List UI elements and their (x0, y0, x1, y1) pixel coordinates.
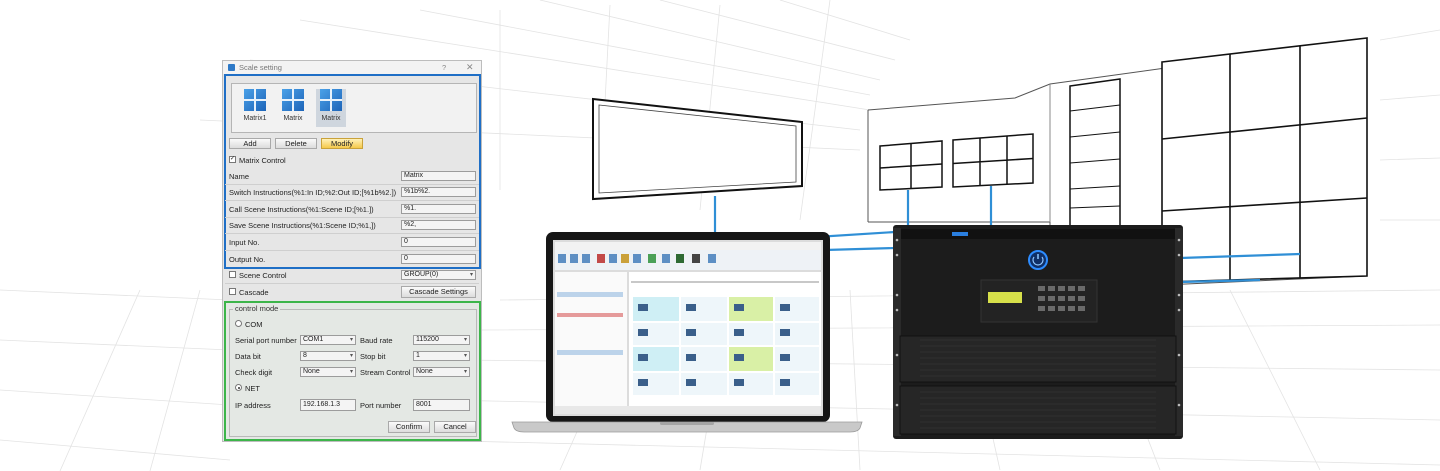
save-scene-field[interactable]: %2, (401, 220, 476, 230)
divider (225, 217, 479, 218)
control-mode-group (229, 309, 477, 437)
stream-control-value: None (416, 368, 433, 375)
save-scene-label: Save Scene Instructions(%1:Scene ID;%1,]… (229, 221, 376, 230)
matrix-item-1[interactable]: Matrix1 (240, 89, 270, 127)
serial-port-label: Serial port number (235, 336, 297, 345)
output-no-label: Output No. (229, 255, 266, 264)
stream-control-select[interactable]: None ▾ (413, 367, 470, 377)
matrix-item-2[interactable]: Matrix (278, 89, 308, 127)
matrix-settings-highlight (224, 74, 481, 269)
baud-rate-value: 115200 (416, 336, 439, 343)
chevron-down-icon: ▾ (463, 369, 467, 375)
com-label: COM (245, 320, 263, 329)
scene-control-checkbox[interactable] (229, 271, 236, 278)
net-radio[interactable] (235, 384, 242, 391)
close-icon[interactable]: ✕ (466, 62, 474, 72)
baud-rate-label: Baud rate (360, 336, 393, 345)
scene-control-value: GROUP(0) (404, 271, 439, 278)
divider (225, 184, 479, 185)
scene-control-label: Scene Control (239, 271, 287, 280)
scale-setting-dialog: Scale setting ? ✕ Matrix1 Matrix Matrix … (222, 60, 482, 442)
name-field[interactable]: Matrix (401, 171, 476, 181)
cascade-checkbox[interactable] (229, 288, 236, 295)
cancel-button[interactable]: Cancel (434, 421, 476, 433)
net-label: NET (245, 384, 260, 393)
matrix-item-label: Matrix (321, 115, 341, 122)
stop-bit-label: Stop bit (360, 352, 386, 361)
chevron-down-icon: ▾ (463, 337, 467, 343)
scene-control-select[interactable]: GROUP(0) ▾ (401, 270, 476, 280)
matrix-item-label: Matrix1 (243, 115, 267, 122)
switch-instructions-field[interactable]: %1b%2. (401, 187, 476, 197)
matrix-device (893, 225, 1183, 439)
right-video-wall (1161, 37, 1368, 283)
matrix-item-label: Matrix (283, 115, 303, 122)
chevron-down-icon: ▾ (469, 272, 473, 278)
matrix-grid-icon (244, 89, 266, 111)
stop-bit-select[interactable]: 1 ▾ (413, 351, 470, 361)
matrix-list: Matrix1 Matrix Matrix (231, 83, 477, 133)
confirm-button[interactable]: Confirm (388, 421, 430, 433)
switch-instructions-label: Switch Instructions(%1:In ID;%2:Out ID;[… (229, 188, 397, 197)
call-scene-field[interactable]: %1. (401, 204, 476, 214)
cascade-label: Cascade (239, 288, 269, 297)
delete-button[interactable]: Delete (275, 138, 317, 149)
divider (225, 200, 479, 201)
port-number-label: Port number (360, 401, 402, 410)
chevron-down-icon: ▾ (349, 337, 353, 343)
data-bit-select[interactable]: 8 ▾ (300, 351, 356, 361)
mid-screens (879, 133, 1034, 191)
cascade-settings-button[interactable]: Cascade Settings (401, 286, 476, 298)
output-no-field[interactable]: 0 (401, 254, 476, 264)
data-bit-value: 8 (303, 352, 307, 359)
matrix-item-3[interactable]: Matrix (316, 89, 346, 127)
com-radio[interactable] (235, 320, 242, 327)
matrix-control-checkbox[interactable]: ✓ (229, 156, 236, 163)
help-icon[interactable]: ? (442, 63, 447, 72)
left-screen (592, 97, 803, 201)
divider (225, 233, 479, 234)
stream-control-label: Stream Control (360, 368, 411, 377)
ip-address-input[interactable]: 192.168.1.3 (300, 399, 356, 411)
chevron-down-icon: ▾ (463, 353, 467, 359)
matrix-grid-icon (282, 89, 304, 111)
laptop-monitor-tiles (633, 297, 819, 395)
matrix-grid-icon (320, 89, 342, 111)
data-bit-label: Data bit (235, 352, 261, 361)
chevron-down-icon: ▾ (349, 353, 353, 359)
chevron-down-icon: ▾ (349, 369, 353, 375)
check-digit-select[interactable]: None ▾ (300, 367, 356, 377)
port-number-input[interactable]: 8001 (413, 399, 470, 411)
check-digit-label: Check digit (235, 368, 273, 377)
serial-port-select[interactable]: COM1 ▾ (300, 335, 356, 345)
divider (225, 283, 479, 284)
stop-bit-value: 1 (416, 352, 420, 359)
input-no-field[interactable]: 0 (401, 237, 476, 247)
laptop (511, 232, 863, 433)
dialog-titlebar: Scale setting ? ✕ (223, 61, 481, 74)
modify-button[interactable]: Modify (321, 138, 363, 149)
name-label: Name (229, 172, 250, 181)
baud-rate-select[interactable]: 115200 ▾ (413, 335, 470, 345)
app-icon (228, 64, 235, 71)
input-no-label: Input No. (229, 238, 260, 247)
control-mode-legend: control mode (233, 304, 281, 313)
check-digit-value: None (303, 368, 320, 375)
dialog-title: Scale setting (239, 63, 282, 72)
call-scene-label: Call Scene Instructions(%1:Scene ID;[%1.… (229, 205, 374, 214)
ip-address-label: IP address (235, 401, 271, 410)
serial-port-value: COM1 (303, 336, 324, 343)
matrix-control-label: Matrix Control (239, 156, 286, 165)
tall-screen (1069, 78, 1121, 228)
divider (225, 250, 479, 251)
add-button[interactable]: Add (229, 138, 271, 149)
